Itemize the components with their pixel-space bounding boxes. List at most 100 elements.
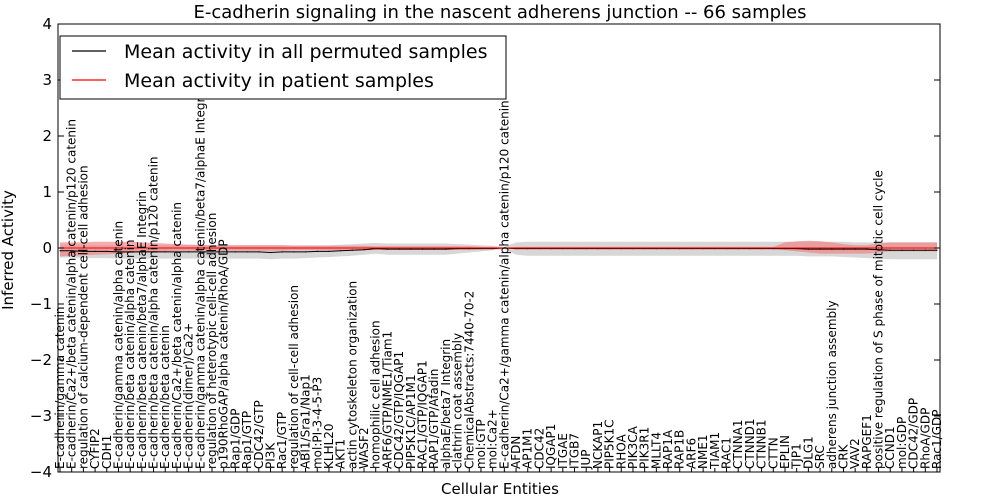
data-point [796, 247, 798, 249]
legend-label-permuted: Mean activity in all permuted samples [124, 41, 487, 63]
data-point [246, 247, 248, 249]
data-point [527, 247, 529, 249]
data-point [924, 247, 926, 249]
x-tick-label: NCKAP1 [591, 421, 605, 469]
data-point [164, 247, 166, 249]
x-tick-label: SRC [813, 445, 827, 469]
data-point [351, 247, 353, 249]
data-point [503, 247, 505, 249]
data-point [199, 251, 201, 253]
x-tick-label: Rap1/GDP [228, 409, 242, 470]
data-point [480, 247, 482, 249]
data-point [363, 247, 365, 249]
data-point [269, 251, 272, 254]
x-tick-label: RAP1B [673, 430, 687, 469]
data-point [702, 247, 704, 249]
x-tick-label: regulation of heterotypic cell-cell adhe… [205, 213, 219, 469]
data-point [714, 247, 716, 249]
data-point [305, 247, 307, 249]
legend-box [59, 35, 507, 100]
x-tick-label: ChemicalAbstracts:7440-70-2 [462, 291, 476, 469]
x-tick-label: CTNNB1 [755, 419, 769, 469]
legend-label-patient: Mean activity in patient samples [124, 70, 434, 92]
data-point [234, 247, 236, 249]
x-tick-label: CTTN [766, 437, 780, 469]
x-tick-label: TIAM1 [708, 432, 722, 470]
y-tick-label: 2 [42, 127, 52, 145]
data-point [609, 247, 611, 249]
data-point [82, 247, 84, 249]
x-tick-label: CYFIP2 [88, 428, 102, 469]
data-point [901, 247, 903, 249]
y-tick-label: −4 [30, 463, 52, 481]
x-tick-label: AFDN [509, 436, 523, 469]
y-tick-label: −3 [30, 407, 52, 425]
data-point [585, 247, 587, 249]
x-tick-label: positive regulation of S phase of mitoti… [872, 170, 886, 469]
y-tick-label: 3 [42, 71, 52, 89]
data-point [842, 248, 845, 250]
data-point [340, 250, 342, 252]
data-point [620, 247, 622, 249]
data-point [667, 247, 669, 249]
x-tick-label: NME1 [696, 434, 710, 469]
data-point [305, 251, 307, 253]
x-tick-label: E-cadherin(dimer)/Ca2+ [182, 323, 196, 469]
x-tick-label: mol:Ca2+ [486, 409, 500, 469]
y-tick-label: 4 [42, 15, 52, 33]
x-tick-label: actin cytoskeleton organization [345, 281, 359, 469]
data-point [141, 251, 143, 253]
x-tick-label: regulation of cell-cell adhesion [287, 285, 301, 469]
x-tick-label: mol:PI-3-4-5-P3 [310, 377, 324, 469]
data-point [152, 251, 155, 253]
data-point [597, 247, 599, 249]
data-point [492, 247, 494, 249]
data-point [655, 247, 658, 249]
data-point [117, 247, 120, 249]
data-point [375, 247, 377, 249]
series-lines [59, 247, 938, 254]
data-point [737, 247, 739, 249]
x-tick-label: p190RhoGAP/alpha catenin/RhoA/GDP [217, 239, 231, 469]
x-tick-label: JUP [579, 449, 593, 470]
x-tick-label: alphaE/beta7 Integrin [439, 339, 453, 469]
x-tick-label: AP1M1 [521, 428, 535, 469]
data-point [71, 247, 73, 249]
data-point [328, 247, 330, 249]
data-point [363, 249, 365, 251]
data-point [772, 247, 774, 249]
data-point [141, 247, 143, 249]
data-point [515, 247, 517, 249]
data-point [59, 250, 61, 252]
x-tick-label: CCND1 [883, 426, 897, 469]
x-tick-label: VAV2 [848, 438, 862, 469]
data-point [398, 247, 400, 249]
data-point [281, 247, 283, 249]
data-point [936, 249, 938, 251]
y-tick-label: 0 [42, 239, 52, 257]
x-tick-label: CDC42 [532, 428, 546, 469]
data-point [761, 247, 763, 249]
data-point [877, 247, 880, 249]
x-tick-label: E-cadherin/gamma catenin/alpha catenin [112, 221, 126, 469]
x-tick-label: homophilic cell adhesion [369, 320, 383, 469]
x-tick-label: CDC42/GDP [907, 398, 921, 469]
data-point [866, 247, 868, 249]
x-tick-label: WASF2 [357, 427, 371, 469]
data-point [211, 251, 213, 253]
data-point [246, 251, 248, 253]
data-point [889, 247, 891, 249]
data-point [188, 251, 190, 253]
x-tick-label: PI3K [264, 442, 278, 469]
data-point [199, 247, 201, 249]
x-tick-label: RhoA/GDP [918, 408, 932, 469]
data-point [223, 251, 225, 253]
y-tick-label: −1 [30, 295, 52, 313]
data-point [293, 251, 295, 253]
data-point [842, 247, 845, 249]
data-point [445, 247, 447, 249]
data-point [117, 251, 120, 253]
x-tick-label: adherens junction assembly [825, 300, 839, 469]
x-tick-label: E-cadherin/beta catenin/alpha catenin [123, 239, 137, 469]
